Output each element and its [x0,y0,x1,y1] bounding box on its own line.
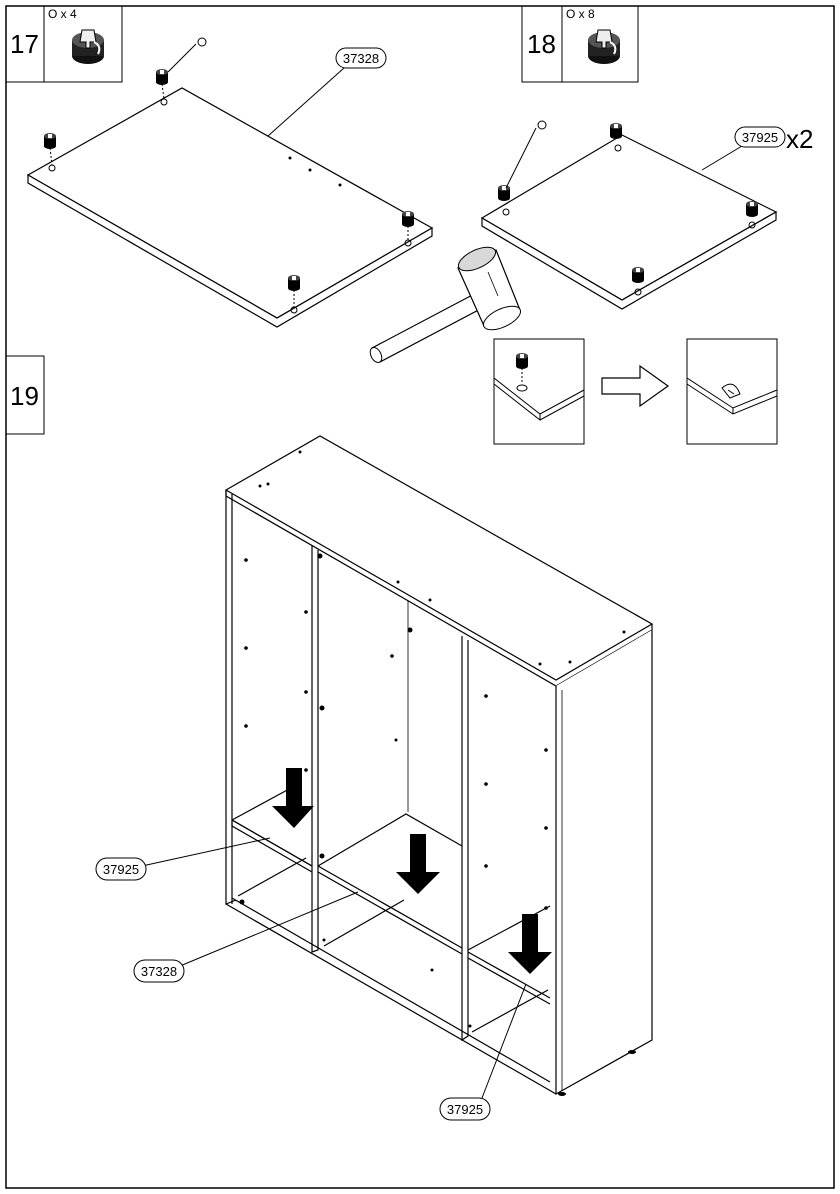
part-label-37925-right [439,1097,491,1121]
step-19-box [5,355,45,435]
down-arrow-icon [272,768,314,828]
step-18-quantity: O x 8 [566,7,595,21]
cam-fitting [288,275,300,291]
quantity-multiplier: x2 [786,124,813,154]
step-18: 18 O x 8 37925 x2 [369,5,813,445]
part-label-37328-text: 37328 [343,51,379,66]
down-arrow-icon [396,834,440,894]
right-arrow-icon [601,364,670,408]
detail-before [493,338,585,445]
part-label-37328 [335,47,387,69]
part-label-37328-middle-text: 37328 [141,964,177,979]
part-label-37925-left-text: 37925 [103,862,139,877]
step-19-number: 19 [10,381,39,411]
cam-fitting [746,201,758,217]
part-label-37925-right-text: 37925 [447,1102,483,1117]
cam-fitting [498,185,510,201]
part-label-37925 [734,126,786,148]
cam-hole-marker [537,120,547,130]
step-18-box [521,5,639,83]
page-border [5,5,835,1189]
cam-fitting [156,69,168,85]
wardrobe-carcass [224,435,654,1096]
step-17-box [5,5,123,83]
cam-fitting [632,267,644,283]
wardrobe-holes [239,450,626,1028]
cam-fitting [610,123,622,139]
panel-37328 [26,87,434,328]
down-arrow-icon [508,914,552,974]
detail-after [686,338,778,445]
cam-hole-marker [197,37,207,47]
cam-fitting [402,211,414,227]
step-17-quantity: O x 4 [48,7,77,21]
part-label-37925-left [95,857,147,881]
step-18-number: 18 [527,29,556,59]
part-label-37925-text: 37925 [742,130,778,145]
cam-fitting [44,133,56,149]
part-label-37328-middle [133,959,185,983]
step-17-number: 17 [10,29,39,59]
cam-lock-fitting-icon [587,29,621,65]
hammer-icon [369,246,522,363]
cam-lock-fitting-icon [71,29,105,65]
panel-37925 [480,134,778,310]
step-19: 19 [5,355,654,1121]
step-17: 17 O x 4 37328 [5,5,434,328]
